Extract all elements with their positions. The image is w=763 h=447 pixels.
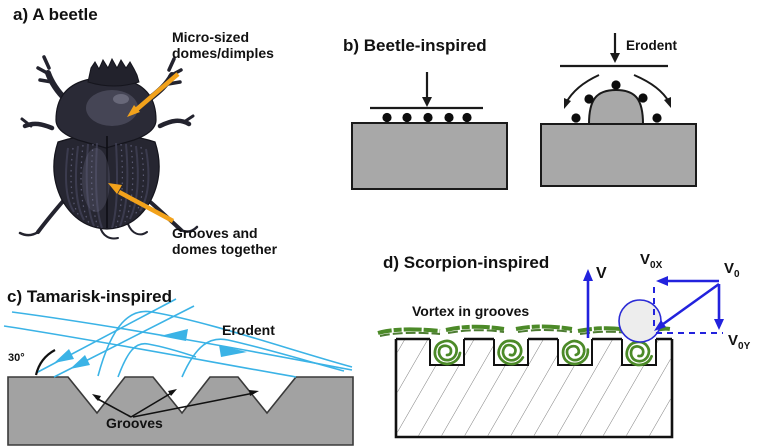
label-impact-angle: 30° (8, 352, 25, 364)
v0y-sub: 0Y (738, 341, 751, 352)
dome-shape (587, 88, 645, 125)
panel-a-title: a) A beetle (13, 5, 98, 24)
label-grooves-domes: Grooves and domes together (172, 225, 278, 257)
panel-c-title: c) Tamarisk-inspired (7, 287, 173, 306)
erodent-down-arrow-icon (610, 33, 620, 63)
label-erodent-c: Erodent (222, 322, 275, 338)
grooved-surface (7, 376, 354, 446)
beetle-head (87, 57, 140, 87)
label-v0x: V0X (640, 252, 662, 271)
tamarisk-diagram (3, 298, 354, 446)
label-v0: V0 (724, 261, 740, 280)
velocity-decomposition (653, 276, 724, 334)
down-arrow-icon (422, 72, 432, 107)
beetle-illustration (18, 55, 199, 240)
label-v: V (596, 265, 607, 282)
annotation-arrow-grooves-icon (108, 183, 175, 223)
label-grooves: Grooves (106, 415, 163, 431)
scorpion-diagram (377, 269, 724, 439)
panel-d-title: d) Scorpion-inspired (383, 253, 550, 272)
v0-sub: 0 (734, 269, 740, 280)
v0x-main: V (640, 251, 651, 268)
grooves-pointer-arrows (95, 391, 255, 418)
flat-domes-diagram (351, 72, 508, 190)
v0-main: V (724, 260, 735, 277)
bouncing-particles (571, 80, 662, 123)
annotation-arrow-domes-icon (127, 72, 180, 117)
label-vortex: Vortex in grooves (412, 303, 530, 319)
label-erodent-b: Erodent (626, 38, 678, 53)
v0x-sub: 0X (650, 260, 663, 271)
v-vector-arrow (583, 269, 593, 338)
label-micro-domes: Micro-sized domes/dimples (172, 29, 274, 61)
streamline-arrowheads (54, 329, 247, 369)
label-v0y: V0Y (728, 333, 750, 352)
impact-angle-arc (34, 349, 56, 376)
panel-b-title: b) Beetle-inspired (343, 36, 487, 55)
v0y-main: V (728, 332, 739, 349)
dome-particles (382, 112, 472, 123)
single-dome-diagram (540, 33, 697, 187)
